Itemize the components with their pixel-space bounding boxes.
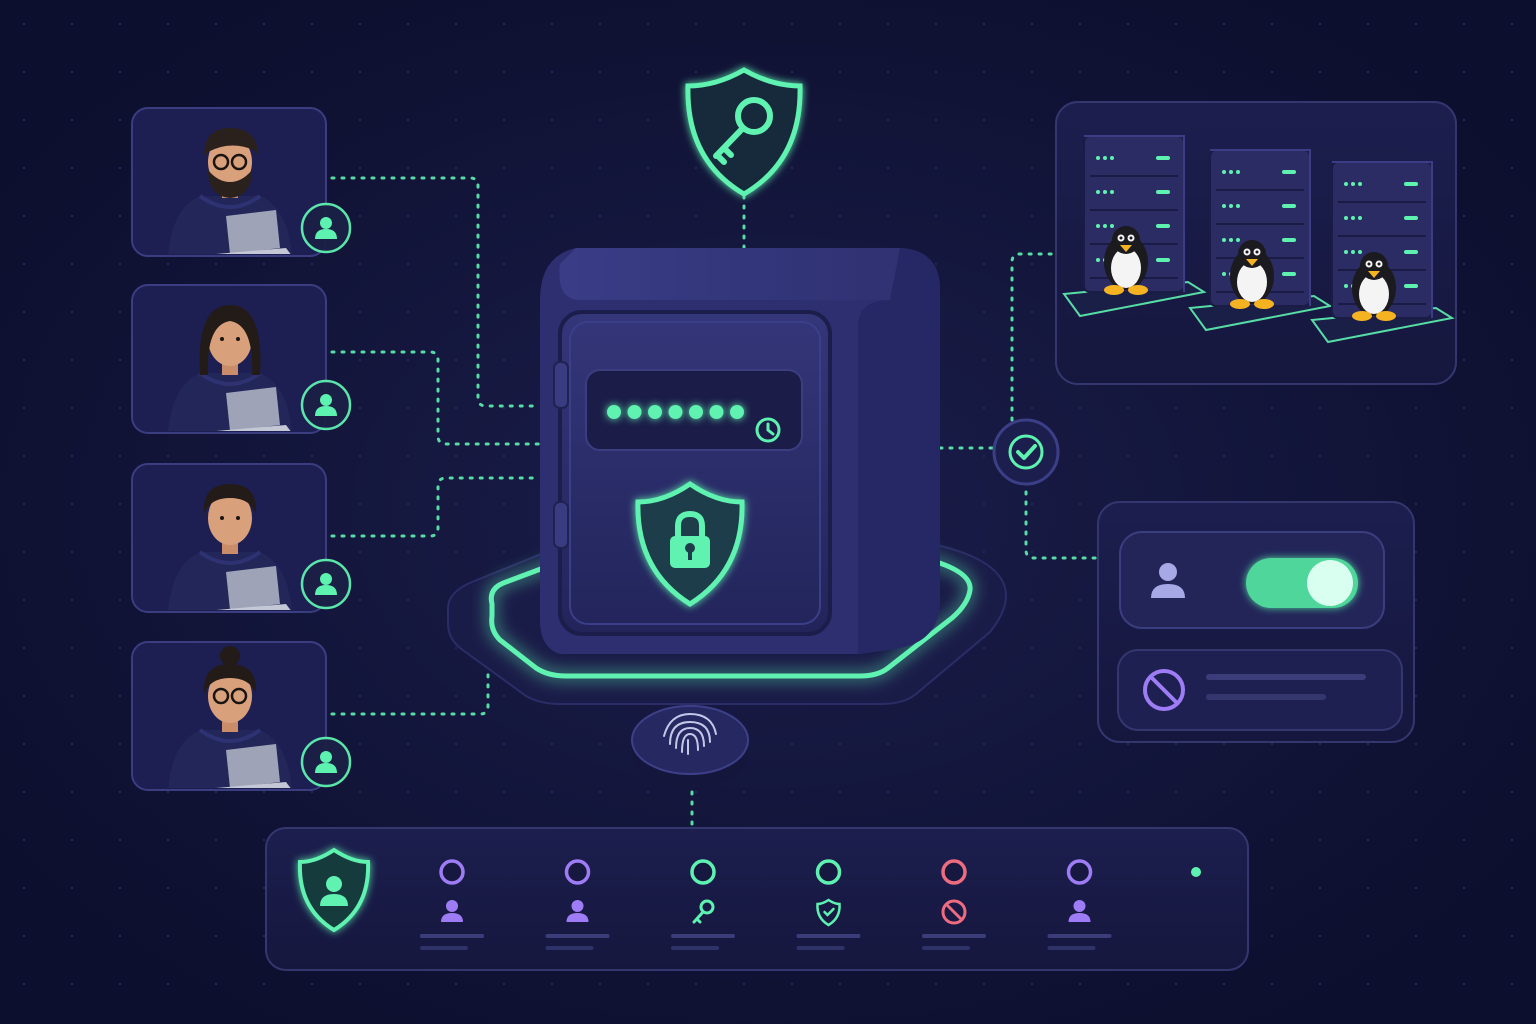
user-badge: [300, 736, 352, 788]
password-dots: [607, 405, 744, 419]
step-placeholder-line: [796, 946, 845, 950]
line-user-2: [330, 350, 542, 446]
step-placeholder-line: [922, 946, 970, 950]
clock-icon: [755, 417, 781, 443]
timeline-step[interactable]: [922, 859, 986, 950]
linux-server[interactable]: [1062, 135, 1207, 318]
user-icon: [315, 573, 337, 595]
user-card[interactable]: [131, 107, 352, 262]
line-check-servers: [1010, 252, 1062, 422]
password-dot: [607, 405, 621, 419]
step-placeholder-line: [420, 946, 468, 950]
password-dot: [648, 405, 662, 419]
password-dot: [709, 405, 724, 419]
user-icon: [315, 751, 337, 773]
step-placeholder-line: [1047, 946, 1096, 950]
linux-server[interactable]: [1310, 161, 1455, 344]
user-icon: [315, 217, 337, 239]
line-user-4: [330, 658, 490, 716]
user-badge: [300, 202, 352, 254]
step-placeholder-line: [545, 946, 594, 950]
access-row-denied: [1117, 649, 1403, 731]
block-icon: [941, 899, 967, 925]
user-badge: [300, 558, 352, 610]
timeline-step[interactable]: [420, 859, 484, 950]
server-list: [1062, 135, 1455, 344]
password-dot: [627, 405, 642, 419]
shield-key-icon: [685, 67, 803, 197]
timeline-step[interactable]: [671, 859, 735, 950]
access-control-panel: [1097, 501, 1415, 743]
line-check-access: [1024, 480, 1100, 560]
timeline-step[interactable]: [545, 859, 610, 950]
approval-node: [992, 418, 1060, 486]
placeholder-line-2: [1206, 694, 1326, 700]
user-badge: [300, 379, 352, 431]
step-placeholder-line: [545, 934, 610, 938]
password-dot: [730, 405, 744, 419]
avatar: [166, 646, 294, 788]
timeline-steps: [420, 859, 1112, 950]
user-card[interactable]: [131, 463, 352, 618]
line-user-3: [330, 476, 542, 538]
user-icon: [1068, 900, 1091, 922]
step-placeholder-line: [796, 934, 861, 938]
password-dot: [689, 405, 703, 419]
fingerprint-sensor[interactable]: [631, 705, 749, 788]
linux-penguin-icon: [1352, 252, 1396, 321]
shield-user-icon: [297, 847, 371, 933]
shield-icon: [816, 898, 841, 927]
password-dot: [668, 405, 683, 419]
placeholder-line-1: [1206, 674, 1366, 680]
vault-hinge-bottom: [553, 501, 569, 549]
access-toggle[interactable]: [1246, 558, 1358, 608]
connection-lines: [330, 176, 1100, 830]
check-icon: [1008, 434, 1044, 470]
key-icon: [692, 899, 715, 924]
user-icon: [1151, 563, 1185, 598]
linux-server[interactable]: [1188, 149, 1333, 332]
step-placeholder-line: [420, 934, 484, 938]
user-card[interactable]: [131, 641, 352, 796]
step-placeholder-line: [922, 934, 986, 938]
timeline-end: [1191, 867, 1201, 877]
linux-penguin-icon: [1104, 226, 1148, 295]
user-icon: [441, 900, 463, 922]
block-icon: [1143, 669, 1185, 711]
timeline-step[interactable]: [796, 859, 861, 950]
avatar: [166, 305, 294, 431]
user-card[interactable]: [131, 284, 352, 439]
line-user-1: [330, 176, 542, 408]
step-placeholder-line: [671, 946, 719, 950]
fingerprint-icon: [663, 712, 717, 755]
vault: [540, 248, 940, 654]
servers-panel: [1055, 101, 1457, 385]
timeline-step[interactable]: [1047, 859, 1112, 950]
user-list: [131, 107, 352, 796]
user-icon: [566, 900, 589, 922]
vault-hinge-top: [553, 361, 569, 409]
user-icon: [315, 394, 337, 416]
step-placeholder-line: [671, 934, 735, 938]
shield-lock-icon: [635, 480, 745, 607]
step-placeholder-line: [1047, 934, 1112, 938]
avatar: [166, 484, 294, 610]
audit-timeline-panel: [265, 827, 1249, 971]
linux-penguin-icon: [1230, 240, 1274, 309]
avatar: [166, 128, 294, 254]
